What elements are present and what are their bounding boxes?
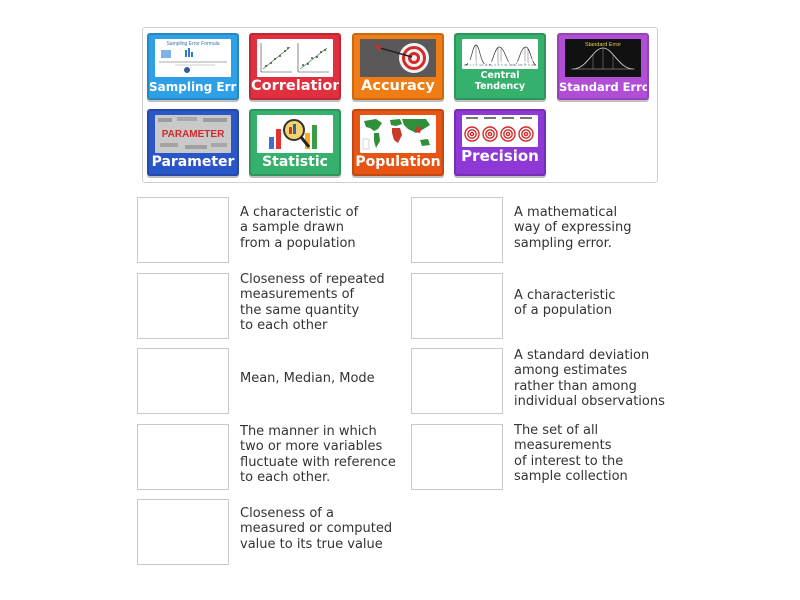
description-4: A characteristic of a population xyxy=(514,288,616,319)
sampling-error-image-title: Sampling Error Formula xyxy=(166,41,219,47)
sampling-error-formula-image: Sampling Error Formula xyxy=(155,39,231,77)
description-3: Closeness of repeated measurements of th… xyxy=(240,272,385,333)
description-6: A standard deviation among estimates rat… xyxy=(514,348,665,409)
tile-label: Population xyxy=(355,154,441,170)
drop-slot-1[interactable] xyxy=(137,197,229,263)
drop-slot-7[interactable] xyxy=(137,424,229,490)
tile-precision[interactable]: Precision xyxy=(454,109,546,176)
parameter-word-image: PARAMETER xyxy=(155,115,231,153)
tile-standard-error[interactable]: Standard Error Standard Error xyxy=(557,33,649,100)
drop-slot-9[interactable] xyxy=(137,499,229,565)
tile-population[interactable]: Population xyxy=(352,109,444,176)
description-9: Closeness of a measured or computed valu… xyxy=(240,506,393,552)
four-targets-image xyxy=(462,115,538,147)
tile-parameter[interactable]: PARAMETER Parameter xyxy=(147,109,239,176)
world-map-image xyxy=(360,115,436,153)
drop-slot-8[interactable] xyxy=(411,424,503,490)
tile-label: Precision xyxy=(461,147,539,165)
dart-target-image xyxy=(360,39,436,77)
standard-error-curve-image: Standard Error xyxy=(565,39,641,77)
tile-accuracy[interactable]: Accuracy xyxy=(352,33,444,100)
standard-error-image-title: Standard Error xyxy=(585,42,621,48)
parameter-image-word: PARAMETER xyxy=(162,129,225,140)
magnifier-chart-image xyxy=(257,115,333,153)
tile-label: Parameter xyxy=(151,154,235,170)
distribution-curves-image xyxy=(462,39,538,69)
drop-slot-4[interactable] xyxy=(411,273,503,339)
description-8: The set of all measurements of interest … xyxy=(514,423,628,484)
drop-slot-5[interactable] xyxy=(137,348,229,414)
tile-statistic[interactable]: Statistic xyxy=(249,109,341,176)
tile-label: Standard Error xyxy=(559,80,649,94)
description-5: Mean, Median, Mode xyxy=(240,371,375,386)
tile-measures-of-central-tendency[interactable]: Measures of Central Tendency xyxy=(454,33,546,100)
scatter-plot-image xyxy=(257,39,333,77)
drop-slot-6[interactable] xyxy=(411,348,503,414)
tile-label: Correlation xyxy=(251,78,341,94)
drop-slot-2[interactable] xyxy=(411,197,503,263)
tile-label: Measures of Central Tendency xyxy=(467,59,533,92)
tile-label: Accuracy xyxy=(361,78,435,94)
description-2: A mathematical way of expressing samplin… xyxy=(514,205,632,251)
tile-label: Statistic xyxy=(262,154,328,170)
tile-label: Sampling Error xyxy=(149,80,237,94)
tile-sampling-error[interactable]: Sampling Error Formula Sampling Error xyxy=(147,33,239,100)
description-7: The manner in which two or more variable… xyxy=(240,424,396,485)
tile-correlation[interactable]: Correlation xyxy=(249,33,341,100)
description-1: A characteristic of a sample drawn from … xyxy=(240,205,359,251)
drop-slot-3[interactable] xyxy=(137,273,229,339)
